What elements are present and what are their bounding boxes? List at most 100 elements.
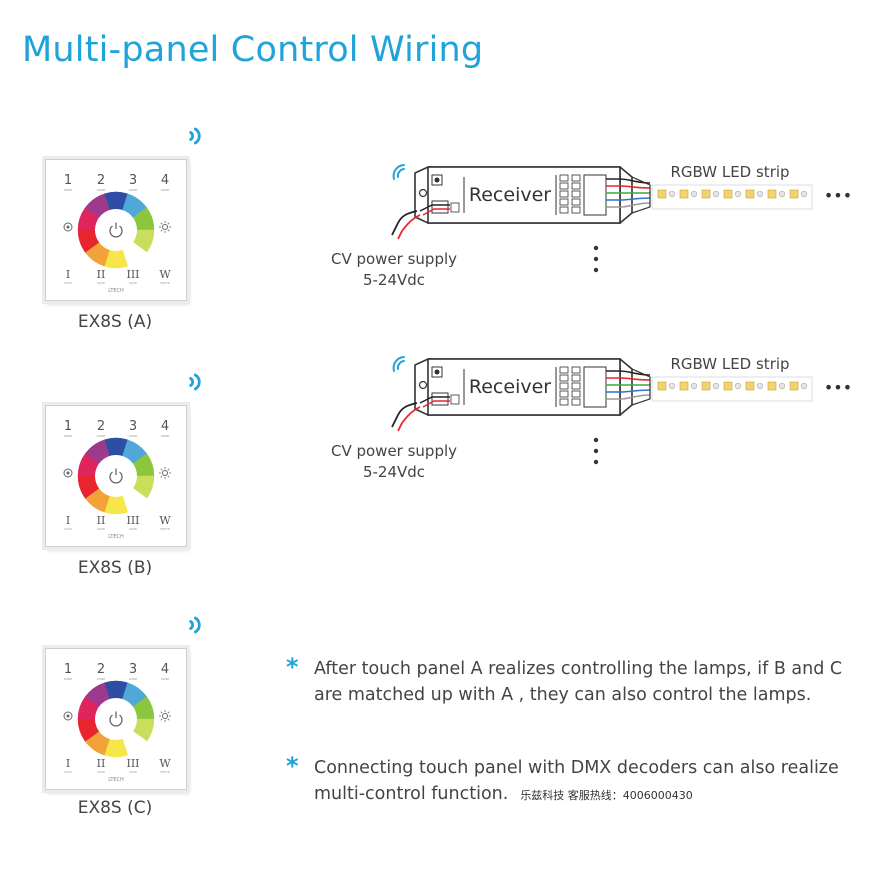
zone-caption: ZONE xyxy=(161,434,170,438)
zone-3-button: 3 xyxy=(129,173,137,188)
receiver-diagram-graphic: Receiver RGBW LED strip ••• CV power supply… xyxy=(331,163,852,289)
note-2: * Connecting touch panel with DMX decode… xyxy=(286,752,861,809)
bottom-button-3: III xyxy=(126,757,139,770)
zone-4-button: 4 xyxy=(161,419,169,434)
zone-1-button: 1 xyxy=(64,419,72,434)
zone-1-button: 1 xyxy=(64,662,72,677)
power-icon xyxy=(109,222,123,238)
mode-icon xyxy=(63,468,73,478)
footer-hotline: 乐兹科技 客服热线：4006000430 xyxy=(520,789,693,802)
panel-wireless-signal xyxy=(186,368,214,400)
note-text: Connecting touch panel with DMX decoders… xyxy=(314,755,861,809)
zone-caption: ZONE xyxy=(97,188,106,192)
bottom-button-1: I xyxy=(66,757,70,770)
bottom-button-caption: SAVE xyxy=(64,281,72,285)
bottom-button-caption: SAVE xyxy=(97,770,105,774)
power-supply-label: CV power supply xyxy=(331,250,457,268)
zone-caption: ZONE xyxy=(161,188,170,192)
bottom-button-2: II xyxy=(97,757,106,770)
zone-caption: ZONE xyxy=(97,434,106,438)
brand-logo: LTECH xyxy=(108,534,124,540)
panel-label: EX8S (A) xyxy=(77,312,153,332)
bottom-button-caption: WHITE xyxy=(160,527,170,531)
bottom-button-caption: SAVE xyxy=(64,770,72,774)
zone-2-button: 2 xyxy=(97,662,105,677)
panel-face-graphic: 1ZONE2ZONE3ZONE4ZONEISAVEIISAVEIIISAVEWW… xyxy=(63,173,171,294)
bottom-button-caption: SAVE xyxy=(97,527,105,531)
bottom-button-3: III xyxy=(126,268,139,281)
note-text: After touch panel A realizes controlling… xyxy=(314,659,843,705)
receiver-label: Receiver xyxy=(469,376,551,398)
panel-wireless-signal xyxy=(186,122,214,154)
mode-icon xyxy=(63,222,73,232)
panel-face-graphic: 1ZONE2ZONE3ZONE4ZONEISAVEIISAVEIIISAVEWW… xyxy=(63,419,171,540)
zone-caption: ZONE xyxy=(161,677,170,681)
panel-label: EX8S (B) xyxy=(77,558,153,578)
strip-continuation: ••• xyxy=(824,378,852,397)
power-icon xyxy=(109,468,123,484)
receiver-label: Receiver xyxy=(469,184,551,206)
bottom-button-caption: SAVE xyxy=(97,281,105,285)
note-star: * xyxy=(286,752,299,780)
zone-4-button: 4 xyxy=(161,662,169,677)
bottom-button-caption: SAVE xyxy=(129,281,137,285)
zone-4-button: 4 xyxy=(161,173,169,188)
bottom-button-caption: SAVE xyxy=(129,770,137,774)
power-icon xyxy=(109,711,123,727)
panel-face-graphic: 1ZONE2ZONE3ZONE4ZONEISAVEIISAVEIIISAVEWW… xyxy=(63,662,171,783)
power-supply-label: CV power supply xyxy=(331,442,457,460)
receiver-diagram-graphic: Receiver RGBW LED strip ••• CV power supply… xyxy=(331,355,852,481)
power-voltage-label: 5-24Vdc xyxy=(363,271,425,289)
page-title: Multi-panel Control Wiring xyxy=(22,30,484,70)
wifi-icon xyxy=(189,373,201,391)
panel-wireless-signal xyxy=(186,611,214,643)
zone-caption: ZONE xyxy=(64,434,73,438)
zone-caption: ZONE xyxy=(97,677,106,681)
receiver-diagram: Receiver RGBW LED strip ••• CV power supply… xyxy=(320,155,860,295)
bottom-button-3: III xyxy=(126,514,139,527)
led-strip xyxy=(651,376,813,402)
bottom-button-4: W xyxy=(159,757,171,770)
strip-continuation: ••• xyxy=(824,186,852,205)
receiver-box xyxy=(414,358,633,416)
more-receivers-dots xyxy=(593,437,599,465)
receiver-wifi-icon xyxy=(392,164,405,180)
mode-icon xyxy=(63,711,73,721)
bottom-button-caption: WHITE xyxy=(160,770,170,774)
zone-2-button: 2 xyxy=(97,419,105,434)
brand-logo: LTECH xyxy=(108,777,124,783)
zone-caption: ZONE xyxy=(129,677,138,681)
bottom-button-caption: WHITE xyxy=(160,281,170,285)
receiver-diagram: Receiver RGBW LED strip ••• CV power supply… xyxy=(320,347,860,487)
receiver-box xyxy=(414,166,633,224)
zone-2-button: 2 xyxy=(97,173,105,188)
led-strip-label: RGBW LED strip xyxy=(670,355,789,373)
bottom-button-4: W xyxy=(159,268,171,281)
panel-label: EX8S (C) xyxy=(77,798,153,818)
brightness-icon xyxy=(159,467,171,479)
bottom-button-4: W xyxy=(159,514,171,527)
led-strip-label: RGBW LED strip xyxy=(670,163,789,181)
brightness-icon xyxy=(159,710,171,722)
note-1: * After touch panel A realizes controlli… xyxy=(286,653,861,708)
brand-logo: LTECH xyxy=(108,288,124,294)
bottom-button-1: I xyxy=(66,514,70,527)
zone-caption: ZONE xyxy=(129,434,138,438)
receiver-wifi-icon xyxy=(392,356,405,372)
wifi-icon xyxy=(189,127,201,145)
zone-caption: ZONE xyxy=(64,188,73,192)
bottom-button-2: II xyxy=(97,268,106,281)
note-star: * xyxy=(286,653,299,681)
bottom-button-caption: SAVE xyxy=(129,527,137,531)
zone-caption: ZONE xyxy=(64,677,73,681)
wifi-icon xyxy=(189,616,201,634)
zone-1-button: 1 xyxy=(64,173,72,188)
power-voltage-label: 5-24Vdc xyxy=(363,463,425,481)
zone-3-button: 3 xyxy=(129,662,137,677)
bottom-button-2: II xyxy=(97,514,106,527)
bottom-button-1: I xyxy=(66,268,70,281)
led-strip xyxy=(651,184,813,210)
